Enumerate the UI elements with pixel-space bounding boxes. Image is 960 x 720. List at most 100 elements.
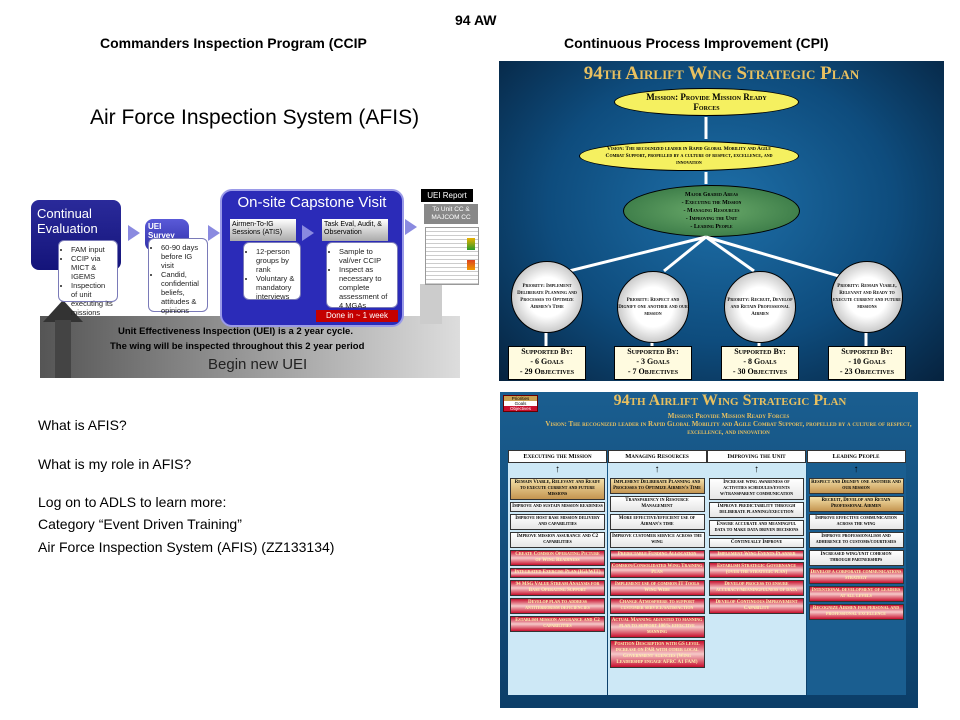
adls-line3: Air Force Inspection System (AFIS) (ZZ13… <box>38 539 335 555</box>
continual-bullets: FAM inputCCIP via MICT & IGEMSInspection… <box>58 240 118 317</box>
question-what-is-afis: What is AFIS? <box>38 417 127 433</box>
goal-item: Continually Improve <box>709 538 804 548</box>
legend-priorities: Priorities <box>504 396 537 401</box>
goal-item: Improve host base mission delivery and c… <box>510 514 605 530</box>
cycle-riser <box>420 284 442 324</box>
objective-item: Predictable Funding Allocation <box>609 550 705 560</box>
goal-item: Improve and sustain mission readiness <box>510 502 605 512</box>
supported-line: Supported By: <box>841 347 893 356</box>
uei-report-label: UEI Report <box>421 189 473 202</box>
mga-line: - Executing the Mission <box>681 200 742 206</box>
supported-by-box: Supported By:- 3 Goals- 7 Objectives <box>614 346 692 380</box>
plan1-title: 94th Airlift Wing Strategic Plan <box>583 63 860 84</box>
cpi-heading: Continuous Process Improvement (CPI) <box>564 35 829 51</box>
arrow-icon <box>208 225 220 241</box>
cycle-line1: Unit Effectiveness Inspection (UEI) is a… <box>118 326 353 337</box>
supported-line: - 10 Goals <box>848 357 886 366</box>
connector-lines <box>544 117 868 346</box>
supported-line: Supported By: <box>521 347 573 356</box>
afis-title: Air Force Inspection System (AFIS) <box>90 106 420 129</box>
ccip-heading: Commanders Inspection Program (CCIP <box>100 35 367 51</box>
bullet-item: 12-person groups by rank <box>256 247 296 274</box>
adls-line2: Category “Event Driven Training” <box>38 516 242 532</box>
goal-item: More effective/efficient use of Airman's… <box>609 514 705 530</box>
goal-item: Improve professionalism and adherence to… <box>808 532 904 548</box>
supported-line: Supported By: <box>627 347 679 356</box>
up-arrow-icon <box>43 300 83 322</box>
arrow-icon <box>302 225 314 241</box>
goal-item: Improve customer service across the wing <box>609 532 705 548</box>
begin-new-uei: Begin new UEI <box>208 356 308 373</box>
plan2-mission: Mission: Provide Mission Ready Forces <box>667 412 790 420</box>
supported-line: - 3 Goals <box>636 357 670 366</box>
bullet-item: Candid, confidential beliefs, attitudes … <box>161 270 203 315</box>
objective-item: Create Common Operating Picture of Wing … <box>510 550 605 566</box>
priority-circle: Priority: Implement Deliberate Planning … <box>511 261 583 333</box>
objective-item: Establish mission assurance and C2 capab… <box>510 616 605 632</box>
adls-line1: Log on to ADLS to learn more: <box>38 494 227 510</box>
bullet-item: Voluntary & mandatory interviews <box>256 274 296 301</box>
mga-line: Major Graded Areas <box>684 192 739 198</box>
goal-item: Ensure accurate and meaningful data to m… <box>709 520 804 536</box>
supported-line: - 6 Goals <box>530 357 564 366</box>
org-title: 94 AW <box>455 12 497 28</box>
goal-item: Increase wing awareness of activities sc… <box>709 478 804 500</box>
continual-title: Continual Evaluation <box>37 206 98 236</box>
vision-ellipse: Vision: The recognized leader in Rapid G… <box>579 141 799 171</box>
mga-line: - Improving the Unit <box>685 216 738 222</box>
plan2-vision: Vision: The recognized leader in Rapid G… <box>545 420 912 436</box>
priority-item: Implement Deliberate Planning and Proces… <box>609 478 705 494</box>
bullet-item: 60-90 days before IG visit <box>161 243 203 270</box>
bullet-item: Sample to val/ver CCIP <box>339 247 393 265</box>
column-header: Leading People <box>806 450 906 463</box>
column-header: Executing the Mission <box>508 450 607 463</box>
strategic-plan-diagram: 94th Airlift Wing Strategic Plan Mission… <box>499 61 944 381</box>
atis-label: Airmen-To-IG Sessions (ATIS) <box>230 219 296 241</box>
goal-item: Improve predictability through deliberat… <box>709 502 804 518</box>
cycle-line2: The wing will be inspected throughout th… <box>110 341 365 352</box>
objective-item: Implement Wing Events Planner <box>709 550 804 560</box>
capstone-title: On-site Capstone Visit <box>237 194 387 211</box>
question-my-role: What is my role in AFIS? <box>38 456 192 472</box>
arrow-icon <box>128 225 140 241</box>
objective-item: Recognize Airmen for personal and profes… <box>808 604 904 620</box>
report-document-icon <box>425 227 479 285</box>
goal-item: Improve effective communication across t… <box>808 514 904 530</box>
report-recipients: To Unit CC & MAJCOM CC <box>424 204 478 224</box>
priority-circle: Priority: Respect and Dignify one anothe… <box>617 271 689 343</box>
column-executing-the-mission: Executing the Mission↑ Remain Viable, Rel… <box>508 450 607 695</box>
task-bullets: Sample to val/ver CCIPInspect as necessa… <box>326 242 398 310</box>
up-arrow-icon: ↑ <box>555 464 560 475</box>
objective-item: Develop plan to address antiterrorism de… <box>510 598 605 614</box>
mga-line: - Managing Resources <box>683 208 740 214</box>
done-badge: Done in ~ 1 week <box>316 310 398 322</box>
up-arrow-icon: ↑ <box>853 464 859 475</box>
up-arrow-icon: ↑ <box>754 464 759 475</box>
objective-item: Intentional development of leaders at al… <box>808 586 904 602</box>
supported-by-box: Supported By:- 10 Goals- 23 Objectives <box>828 346 906 380</box>
priority-circle: Priority: Remain Viable, Relevant and Re… <box>831 261 903 333</box>
up-arrow-icon: ↑ <box>654 464 660 475</box>
survey-title: UEI Survey <box>148 222 175 240</box>
supported-line: - 7 Objectives <box>627 367 679 376</box>
column-header: Improving the Unit <box>707 450 806 463</box>
priority-item: Recruit, Develop and Retain Professional… <box>808 496 904 512</box>
objective-item: Develop a corporate communications strat… <box>808 568 904 584</box>
bullet-item: Inspect as necessary to complete assessm… <box>339 265 393 310</box>
legend: Priorities Goals Objectives <box>503 395 538 412</box>
column-improving-the-unit: Improving the Unit↑ Increase wing awarene… <box>707 450 806 695</box>
supported-line: - 23 Objectives <box>839 367 895 376</box>
objective-item: Develop process to ensure accuracy/meani… <box>709 580 804 596</box>
objective-item: Common/Consolidated Wing Training Plan <box>609 562 705 578</box>
up-arrow-shaft <box>55 320 71 378</box>
supported-line: Supported By: <box>734 347 786 356</box>
objective-item: Implement use of common IT Tools Wing Wi… <box>609 580 705 596</box>
legend-objectives: Objectives <box>504 406 537 411</box>
legend-goals: Goals <box>514 401 527 406</box>
mission-ellipse: Mission: Provide Mission Ready Forces <box>614 88 799 116</box>
bullet-item: FAM input <box>71 245 113 254</box>
priority-item: Remain Viable, Relevant and Ready to exe… <box>510 478 605 500</box>
survey-bullets: 60-90 days before IG visitCandid, confid… <box>148 238 208 315</box>
supported-line: - 30 Objectives <box>732 367 788 376</box>
